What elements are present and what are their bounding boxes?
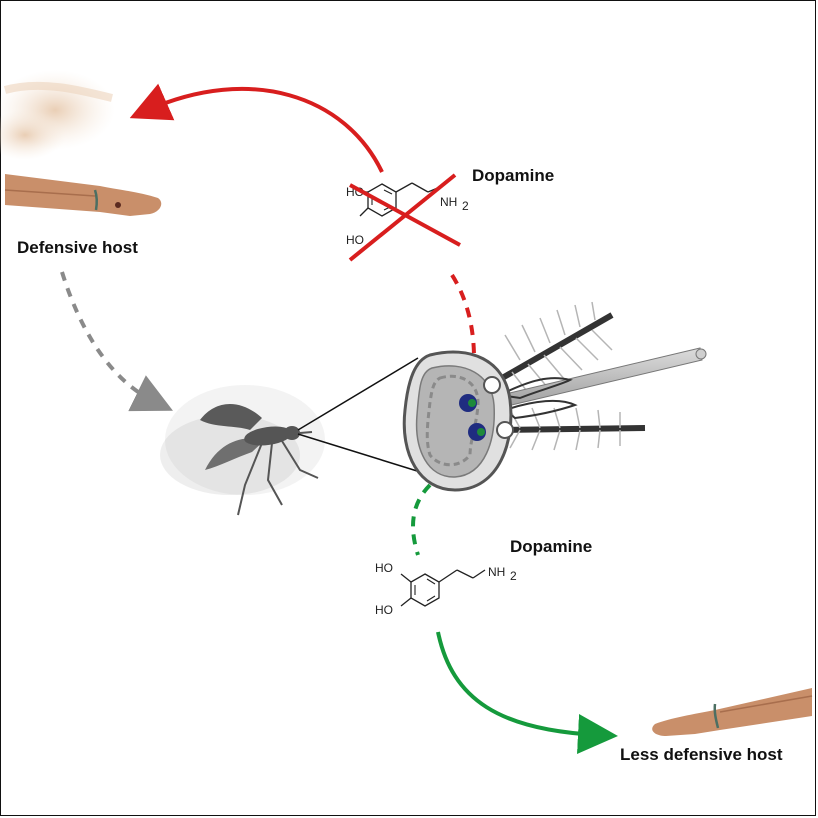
- gray-dashed-arrow: [60, 271, 173, 412]
- hydroxyl-label-1-bottom: HO: [375, 561, 393, 575]
- zoom-line-bottom: [297, 433, 431, 476]
- inhibition-cross: [348, 173, 461, 262]
- amine-subscript-bottom: 2: [510, 569, 517, 583]
- motion-blur-hand: [0, 70, 115, 160]
- red-arrow-to-defensive-host: [129, 83, 384, 173]
- proboscis: [479, 347, 707, 420]
- amine-label-bottom: NH: [488, 565, 505, 579]
- hydroxyl-label-2-bottom: HO: [375, 603, 393, 617]
- defensive-host-arm: [4, 174, 162, 216]
- amine-subscript: 2: [462, 199, 469, 213]
- green-dashed-connector: [411, 483, 432, 556]
- dopamine-molecule-bottom: HO HO NH 2: [375, 561, 517, 617]
- amine-label: NH: [440, 195, 457, 209]
- mosquito-head-cross-section: [402, 350, 514, 492]
- mosquito-silhouette: [160, 385, 325, 516]
- dopamine-label-top: Dopamine: [472, 166, 555, 185]
- zoom-line-top: [297, 357, 419, 431]
- less-defensive-host-label: Less defensive host: [620, 745, 783, 764]
- defensive-host-label: Defensive host: [17, 238, 138, 257]
- red-dashed-connector: [450, 273, 476, 359]
- less-defensive-host-arm: [652, 688, 813, 736]
- mosquito-antennae: [488, 301, 646, 451]
- hydroxyl-label-2: HO: [346, 233, 364, 247]
- dopamine-label-bottom: Dopamine: [510, 537, 593, 556]
- green-arrow-to-less-defensive-host: [436, 631, 618, 754]
